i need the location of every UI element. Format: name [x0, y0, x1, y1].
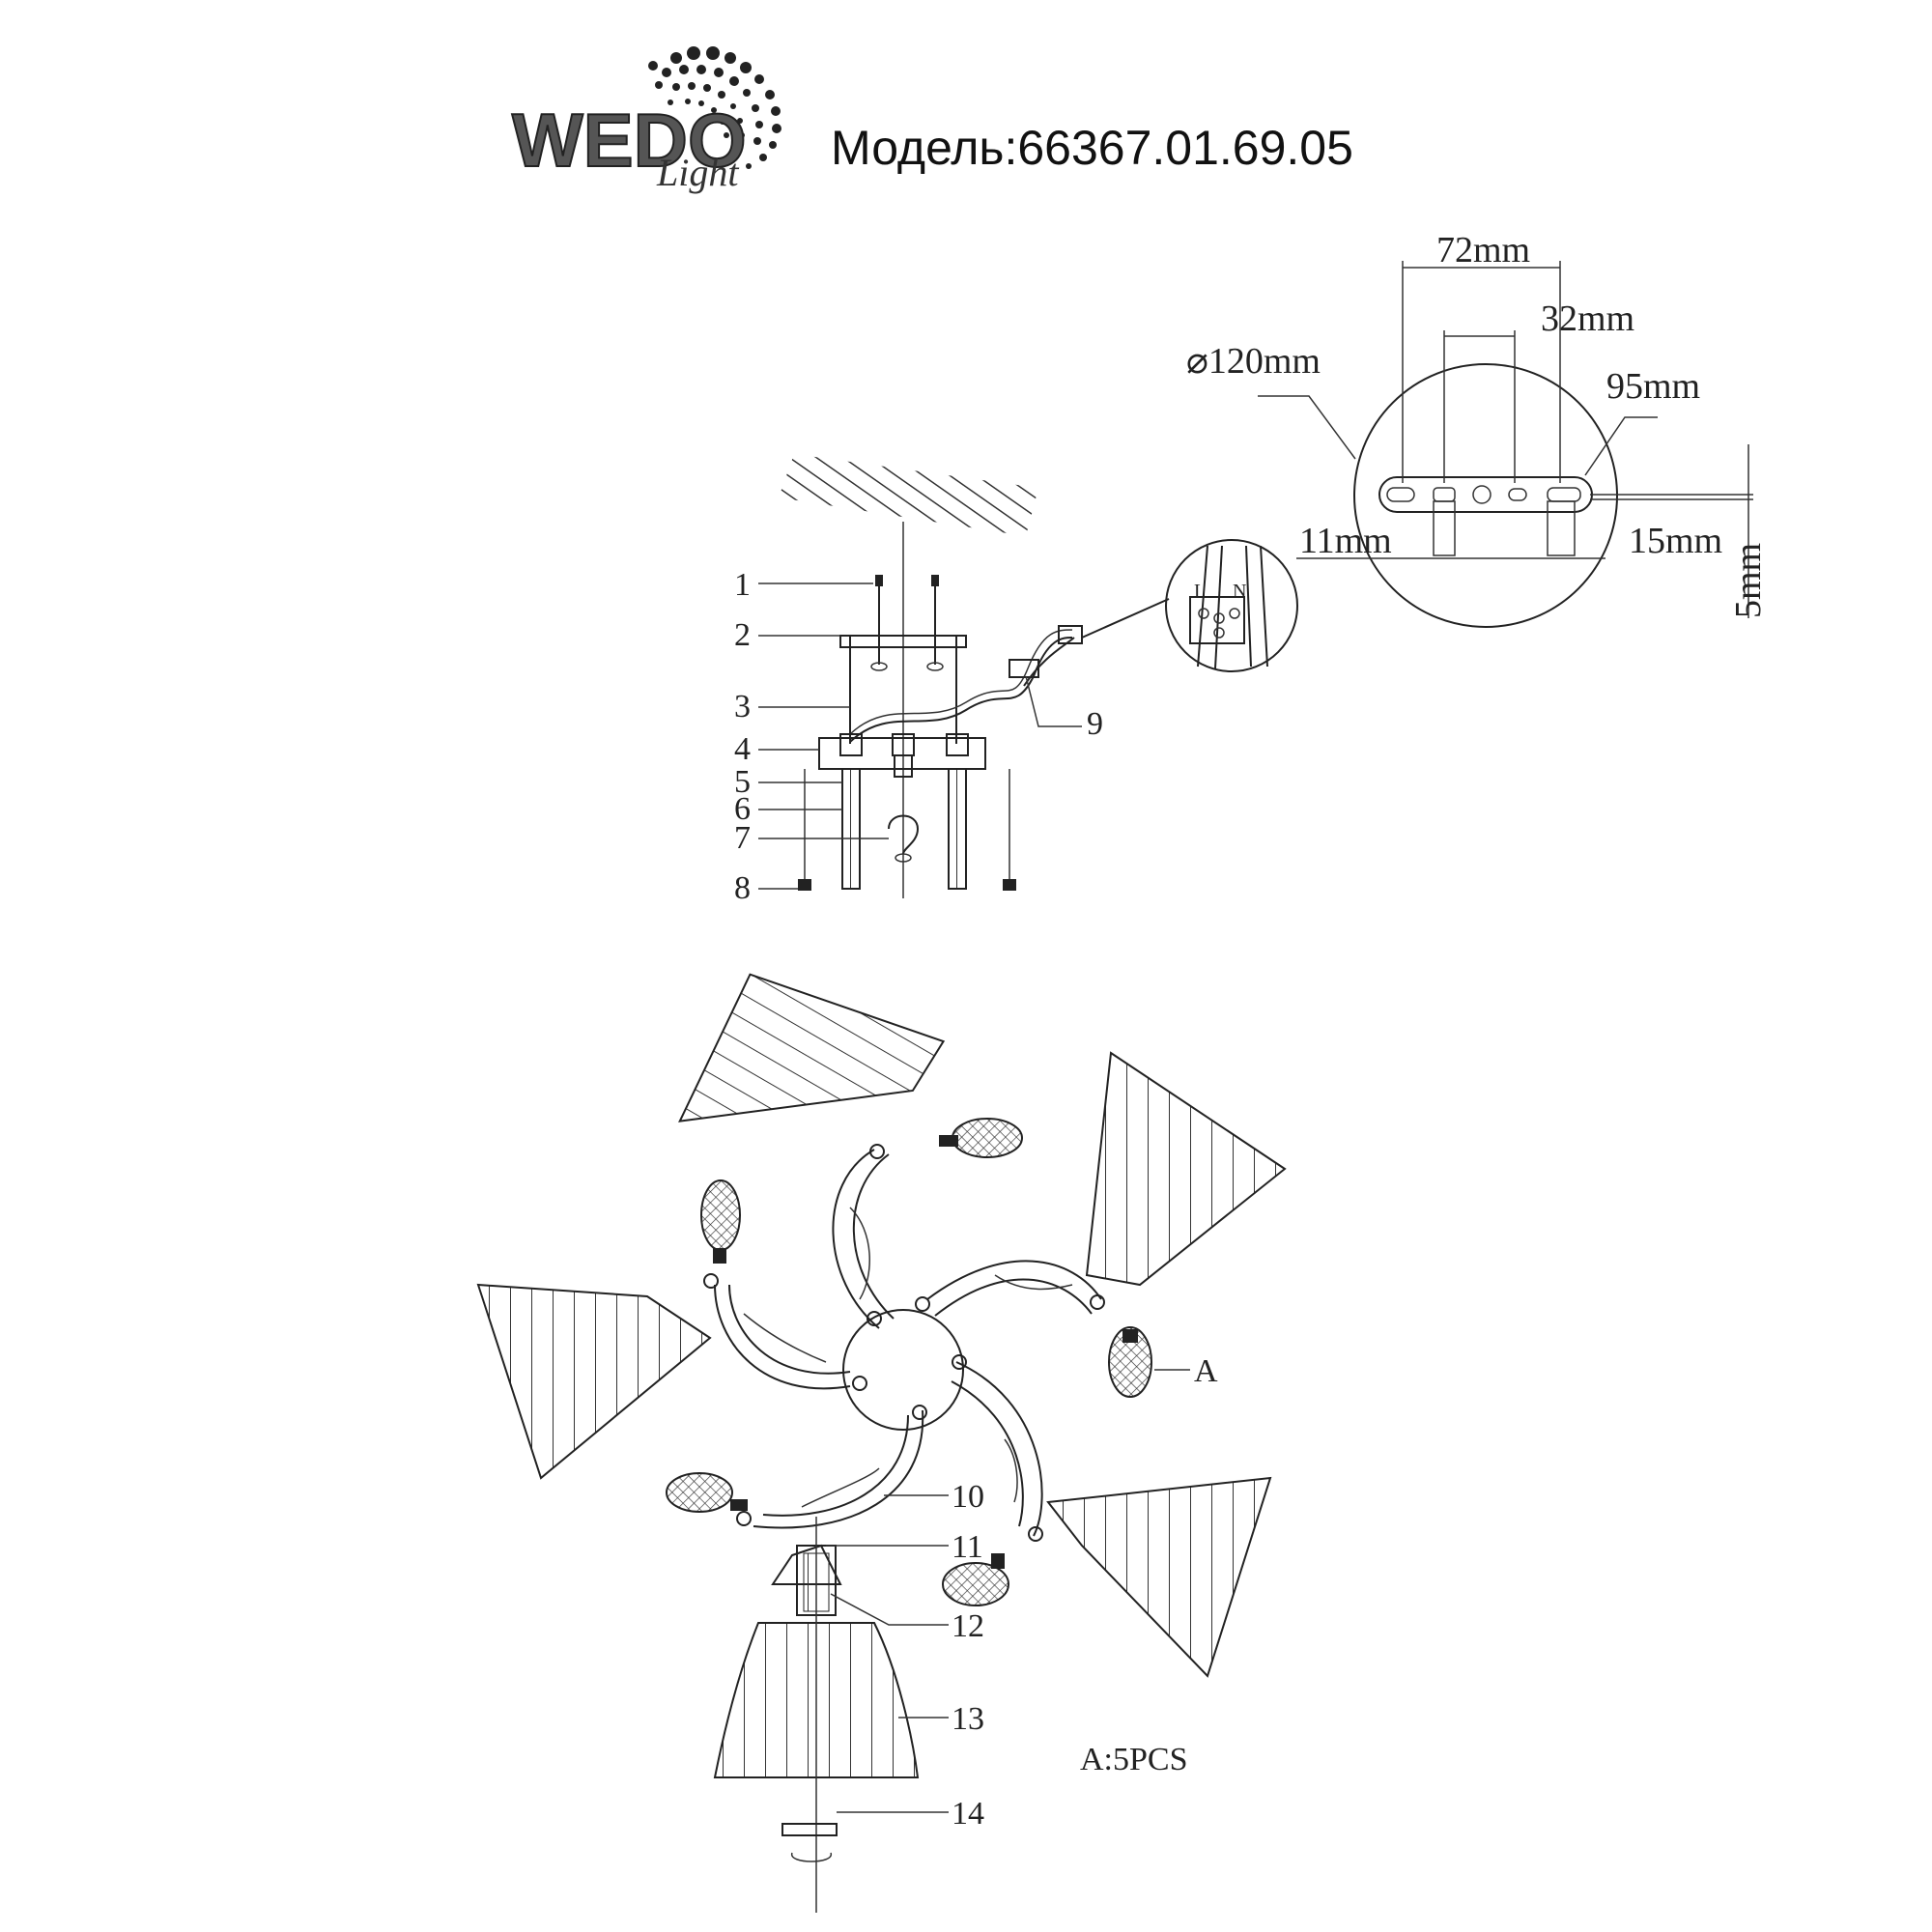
arm-lower-left — [753, 1409, 924, 1529]
arm-lower-right — [951, 1361, 1043, 1537]
svg-text:9: 9 — [1087, 706, 1103, 742]
logo-dots — [648, 46, 781, 169]
shade-lower-right — [1046, 1476, 1272, 1678]
shade-top — [678, 973, 946, 1122]
part-label-3: 3 — [734, 689, 850, 724]
svg-text:14: 14 — [952, 1796, 984, 1832]
bulb-2 — [700, 1179, 741, 1264]
part-label-9: 9 — [1025, 675, 1103, 742]
shade-right — [1085, 1051, 1287, 1287]
part-label-14: 14 — [837, 1796, 984, 1832]
part-label-7: 7 — [734, 820, 889, 856]
svg-text:8: 8 — [734, 870, 751, 906]
chandelier-body — [703, 1144, 1105, 1542]
ceiling-hatch — [779, 454, 1038, 536]
mounting-plate-detail: 72mm 32mm ⌀120mm 95mm 11mm 15mm 5mm — [1186, 230, 1769, 628]
svg-text:2: 2 — [734, 617, 751, 653]
center-hook — [888, 814, 920, 855]
shade-left — [476, 1283, 712, 1480]
dim-5mm: 5mm — [1728, 543, 1769, 618]
svg-text:4: 4 — [734, 731, 751, 767]
bulb-5 — [942, 1553, 1009, 1606]
svg-text:11: 11 — [952, 1529, 983, 1565]
part-label-13: 13 — [898, 1701, 984, 1737]
threaded-rod-left — [841, 768, 861, 890]
canopy-nuts — [839, 733, 969, 778]
bottom-finial — [781, 1823, 838, 1862]
arm-left — [714, 1284, 851, 1390]
callout-A: A — [1154, 1353, 1218, 1389]
arm-right — [926, 1260, 1102, 1317]
svg-text:6: 6 — [734, 791, 751, 827]
terminal-label-N: N — [1233, 581, 1246, 602]
logo-script: Light — [656, 151, 739, 194]
center-hub — [842, 1309, 964, 1431]
svg-text:A: A — [1194, 1353, 1218, 1389]
svg-text:10: 10 — [952, 1479, 984, 1515]
terminal-block — [1009, 659, 1039, 678]
supply-wire — [849, 637, 1073, 743]
logo-wordmark: WEDO — [512, 98, 747, 183]
bulb-3 — [1108, 1326, 1152, 1398]
part-label-6: 6 — [734, 791, 842, 827]
brand-logo: WEDO Light — [511, 46, 781, 194]
arm-top — [832, 1149, 895, 1329]
dim-11mm: 11mm — [1299, 521, 1392, 561]
ceiling-screws — [870, 575, 944, 671]
mounting-bracket — [839, 635, 967, 648]
dim-32mm: 32mm — [1541, 298, 1634, 339]
dim-15mm: 15mm — [1629, 521, 1722, 561]
svg-text:3: 3 — [734, 689, 751, 724]
part-label-10: 10 — [884, 1479, 984, 1515]
dim-72mm: 72mm — [1436, 230, 1530, 270]
model-number: Модель:66367.01.69.05 — [831, 121, 1353, 175]
plate-outline — [1353, 363, 1618, 628]
dim-95mm: 95mm — [1606, 366, 1700, 407]
svg-text:7: 7 — [734, 820, 751, 856]
bulb-1 — [939, 1118, 1023, 1158]
arm-joints — [703, 1144, 1105, 1542]
note-bulb-count: A:5PCS — [1080, 1742, 1188, 1777]
svg-text:12: 12 — [952, 1608, 984, 1644]
canopy — [818, 737, 986, 770]
wiring-zoom-bubble — [1165, 539, 1298, 672]
svg-text:5: 5 — [734, 764, 751, 800]
ceiling-mount-exploded-view: L N 1 2 3 — [734, 454, 1298, 906]
part-label-4: 4 — [734, 731, 819, 767]
part-label-1: 1 — [734, 567, 873, 603]
part-label-2: 2 — [734, 617, 840, 653]
part-label-11: 11 — [826, 1529, 983, 1565]
part-label-12: 12 — [830, 1593, 984, 1644]
part-label-8: 8 — [734, 870, 798, 906]
dim-120mm: ⌀120mm — [1186, 341, 1321, 382]
threaded-rod-right — [948, 768, 967, 890]
svg-text:13: 13 — [952, 1701, 984, 1737]
terminal-label-L: L — [1194, 581, 1206, 602]
bulb-4 — [666, 1472, 748, 1513]
svg-text:1: 1 — [734, 567, 751, 603]
socket-holder — [771, 1517, 842, 1913]
part-label-5: 5 — [734, 764, 842, 800]
